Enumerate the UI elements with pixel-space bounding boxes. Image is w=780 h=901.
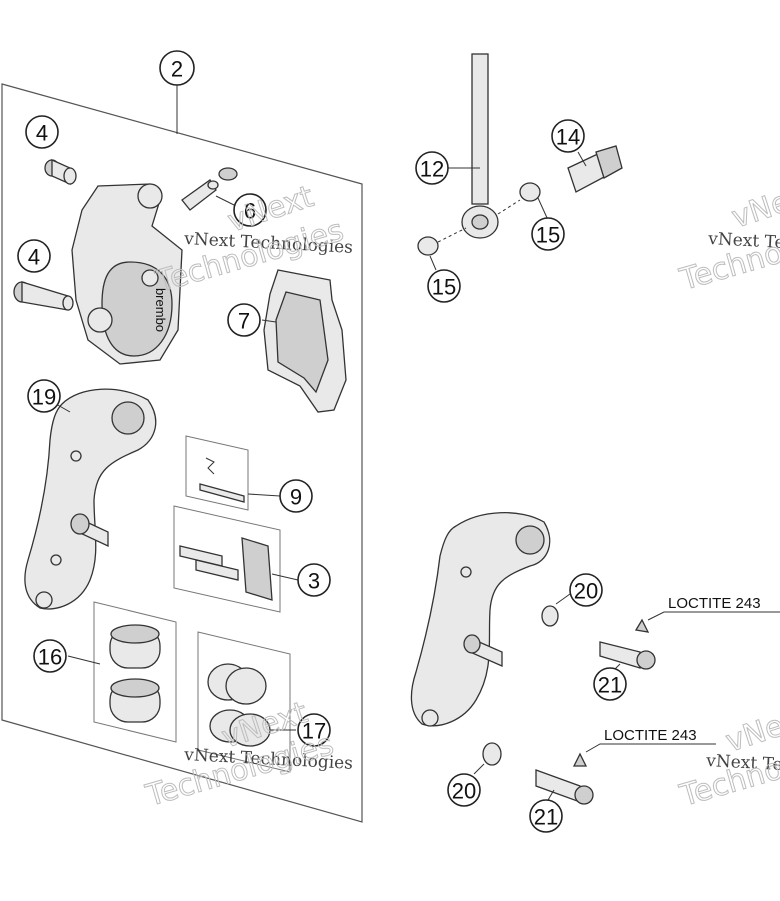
callout-circle [593, 667, 627, 701]
loctite-note-lower: LOCTITE 243 [585, 727, 716, 753]
callout-number: 16 [38, 645, 62, 670]
callout-circle [297, 563, 331, 597]
callout-circle [427, 269, 461, 303]
caliper-bolt-part [13, 281, 74, 311]
pad-spring-part [179, 537, 273, 601]
callout-number: 6 [244, 199, 256, 224]
callout-circle [297, 713, 331, 747]
callout-number: 21 [534, 805, 558, 830]
callout-number: 19 [32, 385, 56, 410]
leader-7 [261, 319, 277, 323]
callout-circle [529, 799, 563, 833]
callout-circle [415, 151, 449, 185]
leader-9 [247, 493, 281, 497]
callout-21b: 21 [529, 799, 563, 833]
leader-15-upper [537, 197, 549, 221]
loctite-note-upper-text: LOCTITE 243 [668, 595, 761, 612]
caliper-support-part [24, 388, 157, 610]
callout-number: 9 [290, 485, 302, 510]
leader-3 [271, 573, 299, 581]
callout-2: 2 [159, 50, 195, 86]
callout-7: 7 [227, 303, 261, 337]
piston-seal-part [207, 663, 271, 747]
screw-part-upper [599, 618, 656, 670]
caliper-brand-label: brembo [153, 288, 168, 332]
callout-circle [159, 50, 195, 86]
watermark-vnext-right-top: vNext Tec [707, 229, 780, 254]
callout-number: 15 [432, 275, 456, 300]
callout-number: 15 [536, 223, 560, 248]
washer-part [482, 742, 502, 766]
callout-number: 14 [556, 125, 580, 150]
callout-15a: 15 [531, 217, 565, 251]
callout-21a: 21 [593, 667, 627, 701]
callout-circle [279, 479, 313, 513]
leader-20-upper [555, 593, 571, 605]
callout-number: 4 [28, 245, 40, 270]
callout-circle [27, 379, 61, 413]
sealing-washer-part [519, 182, 541, 202]
piston-part [109, 624, 161, 723]
leader-16 [67, 655, 101, 665]
callout-number: 20 [574, 579, 598, 604]
leader-12-dash [437, 227, 467, 243]
leader-6 [215, 195, 237, 207]
callout-3: 3 [297, 563, 331, 597]
callout-number: 3 [308, 569, 320, 594]
loctite-note-lower-text: LOCTITE 243 [604, 727, 697, 744]
pin-kit-panel [185, 435, 249, 511]
callout-circle [569, 573, 603, 607]
watermark-vnext-right-bottom: vNext Tec [705, 751, 780, 776]
leader-21-lower [547, 789, 555, 801]
callout-19: 19 [27, 379, 61, 413]
callout-9: 9 [279, 479, 313, 513]
brake-caliper-part: brembo [71, 183, 183, 365]
leader-14-dash [497, 199, 521, 215]
callout-number: 7 [238, 309, 250, 334]
callout-circle [233, 193, 267, 227]
callout-14: 14 [551, 119, 585, 153]
screw-part-lower [535, 752, 594, 805]
callout-circle [17, 239, 51, 273]
callout-12: 12 [415, 151, 449, 185]
callout-circle [33, 639, 67, 673]
callout-circle [447, 773, 481, 807]
callout-number: 4 [36, 121, 48, 146]
callout-number: 2 [171, 57, 183, 82]
callout-20b: 20 [447, 773, 481, 807]
callout-circle [25, 115, 59, 149]
sealing-washer-part [417, 236, 439, 256]
brake-line-part [446, 53, 499, 239]
retaining-pin-part [199, 457, 245, 503]
callout-group: 2 4 4 6 7 19 9 3 16 17 12 14 15 15 20 20 21 21 [17, 50, 627, 833]
banjo-bolt-part [567, 145, 623, 193]
loctite-note-upper: LOCTITE 243 [647, 595, 780, 621]
callout-circle [551, 119, 585, 153]
bushing-part [44, 158, 77, 186]
callout-number: 20 [452, 779, 476, 804]
brake-pad-part [263, 269, 347, 413]
washer-part [541, 605, 559, 627]
callout-4a: 4 [25, 115, 59, 149]
callout-20a: 20 [569, 573, 603, 607]
callout-6: 6 [233, 193, 267, 227]
callout-circle [531, 217, 565, 251]
callout-16: 16 [33, 639, 67, 673]
callout-circle [227, 303, 261, 337]
callout-4b: 4 [17, 239, 51, 273]
callout-number: 21 [598, 673, 622, 698]
leader-20-lower [473, 763, 485, 775]
watermark-vne-right-top: vNe [728, 184, 780, 235]
callout-number: 12 [420, 157, 444, 182]
callout-15b: 15 [427, 269, 461, 303]
callout-number: 17 [302, 719, 326, 744]
leader-15-lower [429, 255, 437, 271]
callout-17: 17 [297, 713, 331, 747]
bleed-screw-part [181, 167, 238, 211]
caliper-support-right-part [410, 512, 551, 727]
leader-19 [55, 403, 71, 413]
